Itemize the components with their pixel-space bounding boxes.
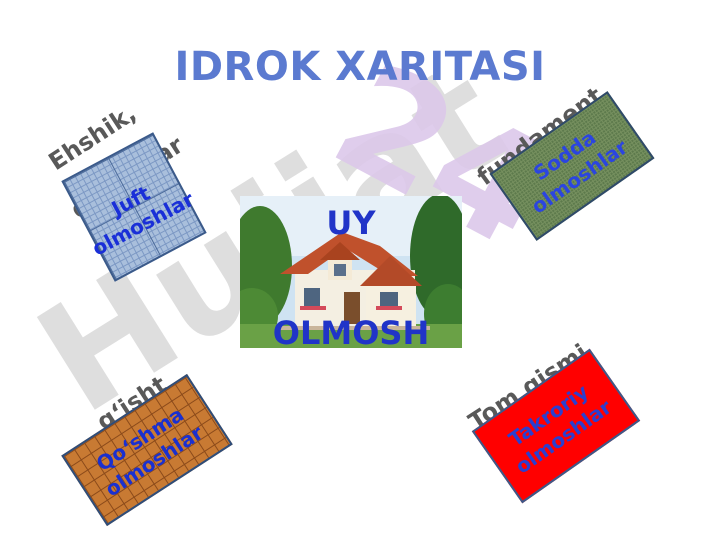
- house-image: [240, 196, 462, 348]
- page-title: IDROK XARITASI: [174, 44, 546, 90]
- center-label-olmosh: OLMOSH: [272, 314, 430, 352]
- tile-takroriy-olmoshlar: Takroriy olmoshlar: [471, 348, 641, 504]
- center-label-uy: UY: [326, 204, 376, 242]
- house-illustration: [240, 196, 462, 348]
